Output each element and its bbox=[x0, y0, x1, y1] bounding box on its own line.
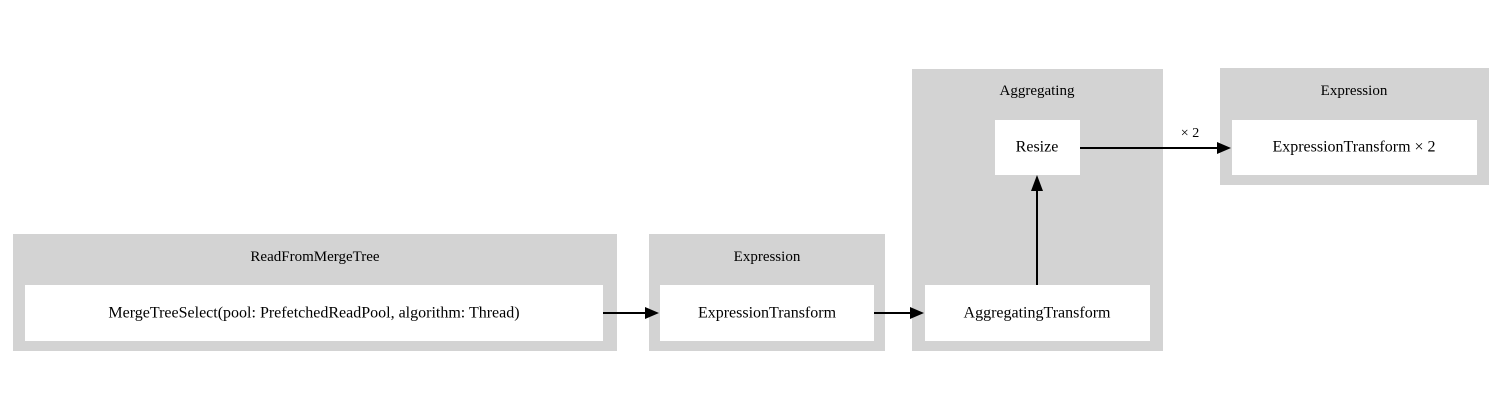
edge-merge-tree-select-to-expression-transform bbox=[603, 307, 659, 319]
cluster-expression-1-label: Expression bbox=[734, 249, 801, 265]
edge-aggregating-transform-to-resize bbox=[1031, 175, 1043, 285]
node-expression-transform-box[interactable] bbox=[660, 285, 874, 341]
node-merge-tree-select-box[interactable] bbox=[25, 285, 603, 341]
node-aggregating-transform-label: AggregatingTransform bbox=[964, 305, 1112, 322]
cluster-expression-1: Expression ExpressionTransform bbox=[649, 234, 885, 351]
node-merge-tree-select-label: MergeTreeSelect(pool: PrefetchedReadPool… bbox=[108, 305, 519, 322]
edge-3-arrowhead bbox=[1031, 175, 1043, 191]
node-resize-label: Resize bbox=[1016, 139, 1059, 156]
node-expression-transform-x2-box[interactable] bbox=[1232, 120, 1477, 175]
cluster-expression-2-label: Expression bbox=[1321, 83, 1388, 99]
node-expression-transform-x2-label: ExpressionTransform × 2 bbox=[1272, 139, 1435, 156]
edge-resize-to-expression-transform-x2: × 2 bbox=[1080, 126, 1231, 154]
edge-4-arrowhead bbox=[1217, 142, 1231, 154]
edge-1-arrowhead bbox=[645, 307, 659, 319]
edge-expression-transform-to-aggregating-transform bbox=[874, 307, 924, 319]
node-expression-transform-label: ExpressionTransform bbox=[698, 305, 837, 322]
node-aggregating-transform-box[interactable] bbox=[925, 285, 1150, 341]
cluster-read-from-merge-tree-label: ReadFromMergeTree bbox=[250, 249, 379, 265]
cluster-read-from-merge-tree: ReadFromMergeTree MergeTreeSelect(pool: … bbox=[13, 234, 617, 351]
cluster-expression-2: Expression ExpressionTransform × 2 bbox=[1220, 68, 1489, 185]
edge-2-arrowhead bbox=[910, 307, 924, 319]
edge-4-label: × 2 bbox=[1181, 126, 1199, 141]
cluster-aggregating-label: Aggregating bbox=[1000, 83, 1075, 99]
node-resize-box[interactable] bbox=[995, 120, 1080, 175]
